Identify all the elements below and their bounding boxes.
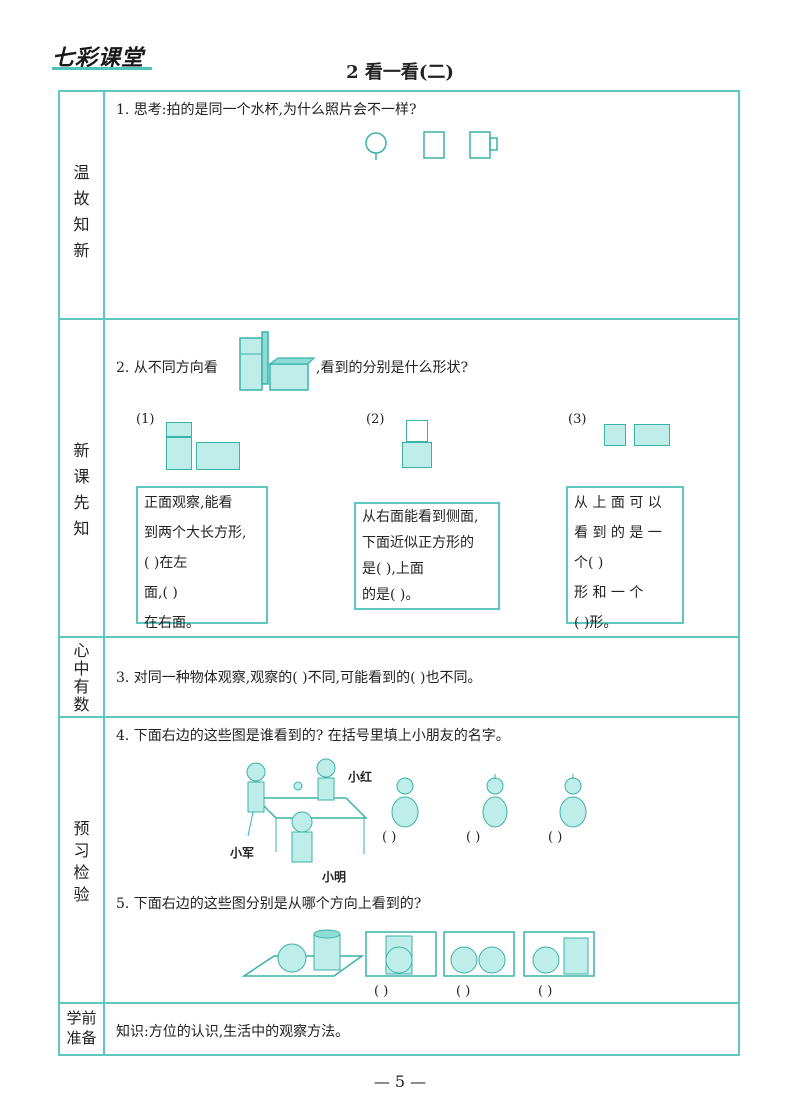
view-option-2: [443, 931, 515, 977]
prep-text: 知识:方位的认识,生活中的观察方法。: [116, 1024, 350, 1040]
box2-line: 下面近似正方形的: [362, 535, 474, 551]
question-4: 4. 下面右边的这些图是谁看到的? 在括号里填上小朋友的名字。: [116, 728, 510, 744]
divider: [58, 318, 740, 320]
section-label-review: 温故知新: [58, 160, 105, 264]
view-option-3: [523, 931, 595, 977]
box2-line[interactable]: 的是( )。: [362, 587, 420, 603]
box1-line[interactable]: 面,( ): [144, 585, 178, 601]
box3-line[interactable]: ( )形。: [574, 615, 618, 631]
box3-line: 看 到 的 是 一: [574, 525, 662, 541]
box1-line: 在右面。: [144, 615, 200, 631]
question-1: 1. 思考:拍的是同一个水杯,为什么照片会不一样?: [116, 102, 417, 118]
section-label-text: 预习检验: [73, 819, 90, 904]
view-option-1: [365, 931, 437, 977]
box2-line: 从右面能看到侧面,: [362, 509, 479, 525]
kids-around-table-illustration: [246, 758, 368, 863]
q5-blank-2[interactable]: ( ): [456, 984, 471, 999]
toy-view-a: [391, 777, 419, 828]
front-view-divider: [166, 436, 192, 438]
front-view-tall-rect: [166, 422, 192, 470]
box1-line: 到两个大长方形,: [144, 525, 247, 541]
top-view-square: [604, 424, 626, 446]
divider: [58, 1002, 740, 1004]
side-view-bottom-square: [402, 442, 432, 468]
brand-logo: 七彩课堂: [52, 46, 145, 71]
question-2-prefix: 2. 从不同方向看: [116, 360, 218, 376]
divider: [58, 716, 740, 718]
box3-line: 从 上 面 可 以: [574, 495, 662, 511]
q2-label-2: (2): [366, 412, 385, 427]
box3-line[interactable]: 个( ): [574, 555, 604, 571]
question-5: 5. 下面右边的这些图分别是从哪个方向上看到的?: [116, 896, 422, 912]
q4-blank-3[interactable]: ( ): [548, 830, 563, 845]
worksheet-frame: [58, 90, 740, 1056]
section-label-text: 心中有数: [73, 641, 90, 714]
page-number: — 5 —: [373, 1072, 427, 1091]
q4-blank-1[interactable]: ( ): [382, 830, 397, 845]
section-label-text: 学前准备: [66, 1009, 97, 1047]
q5-blank-3[interactable]: ( ): [538, 984, 553, 999]
section-label-new: 新课先知: [58, 438, 105, 542]
section-label-text: 温故知新: [73, 163, 90, 260]
section-label-summary: 心中有数: [58, 642, 105, 714]
q4-blank-2[interactable]: ( ): [466, 830, 481, 845]
section-label-prep: 学前准备: [58, 1008, 105, 1048]
fridge-and-box-illustration: [239, 331, 316, 391]
q2-answer-box-1: 正面观察,能看 到两个大长方形, ( )在左 面,( ) 在右面。: [136, 486, 268, 631]
side-view-top-square: [406, 420, 428, 442]
question-2-suffix: ,看到的分别是什么形状?: [316, 360, 468, 376]
question-3[interactable]: 3. 对同一种物体观察,观察的( )不同,可能看到的( )也不同。: [116, 670, 482, 686]
toy-view-c: [559, 774, 587, 828]
box3-line: 形 和 一 个: [574, 585, 644, 601]
q2-answer-box-2: 从右面能看到侧面, 下面近似正方形的 是( ),上面 的是( )。: [354, 502, 500, 610]
box1-line: 正面观察,能看: [144, 495, 233, 511]
front-view-wide-rect: [196, 442, 240, 470]
q2-label-1: (1): [136, 412, 155, 427]
top-view-rect: [634, 424, 670, 446]
sphere-cylinder-illustration: [241, 929, 365, 977]
toy-view-b: [482, 774, 508, 828]
section-label-text: 新课先知: [73, 441, 90, 538]
kid-name-xiaoming: 小明: [322, 870, 347, 884]
page-title: 2 看一看(二): [346, 62, 454, 83]
q2-answer-box-3: 从 上 面 可 以 看 到 的 是 一 个( ) 形 和 一 个 ( )形。: [566, 486, 684, 631]
section-label-check: 预习检验: [58, 818, 105, 906]
divider: [58, 636, 740, 638]
box2-line[interactable]: 是( ),上面: [362, 561, 424, 577]
kid-name-xiaojun: 小军: [230, 846, 255, 860]
q5-blank-1[interactable]: ( ): [374, 984, 389, 999]
box1-line[interactable]: ( )在左: [144, 555, 188, 571]
cup-views-illustration: [365, 131, 498, 160]
q2-label-3: (3): [568, 412, 587, 427]
section-label-column: [58, 90, 105, 1056]
kid-name-xiaohong: 小红: [348, 770, 373, 784]
logo-underline: [52, 67, 152, 70]
